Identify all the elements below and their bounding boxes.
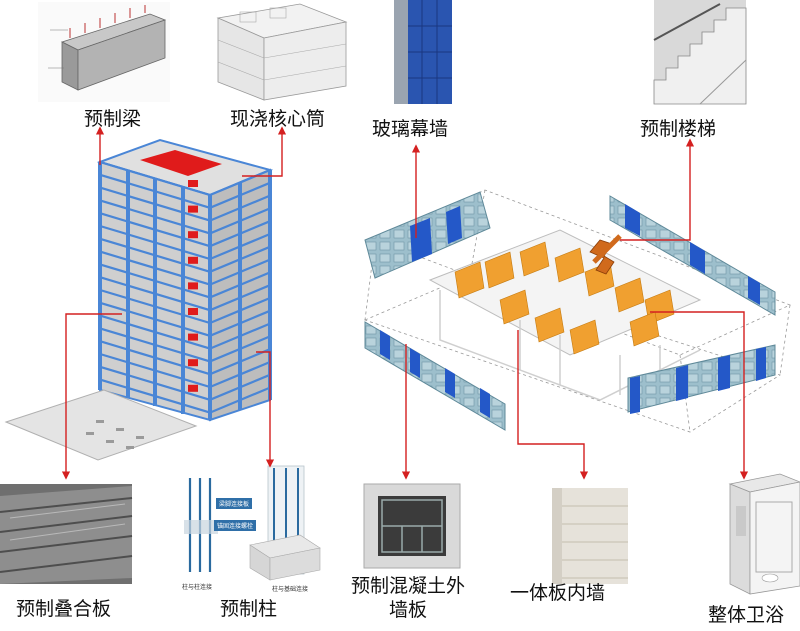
core-wall-block: [188, 180, 198, 187]
column-chip-top: 梁脚连接板: [216, 498, 253, 509]
arrow-composite-slab: [61, 313, 122, 480]
inner-wall-thumbnail: [552, 488, 628, 584]
column-chip-mid: 锚固连接螺栓: [214, 520, 257, 531]
composite-slab-sheet: [4, 389, 198, 461]
glass-curtain-thumbnail: [394, 0, 452, 104]
arrow-precast-column: [256, 351, 275, 468]
label-inner-wall: 一体板内墙: [510, 582, 606, 604]
core-wall-block: [188, 308, 198, 315]
arrow-bathroom: [650, 311, 749, 480]
label-concrete-wall: 预制混凝土外墙板: [350, 575, 465, 621]
core-wall-block: [188, 231, 198, 239]
core-wall-block: [188, 256, 198, 264]
label-precast-beam: 预制梁: [84, 108, 142, 130]
label-precast-column: 预制柱: [220, 598, 278, 620]
precast-stair-model: [589, 234, 622, 275]
arrow-precast-stair: [620, 138, 695, 241]
column-caption-right: 柱与基础连接: [272, 586, 309, 593]
label-composite-slab: 预制叠合板: [16, 598, 112, 620]
label-glass-curtain: 玻璃幕墙: [372, 118, 449, 140]
cast-core-thumbnail: [216, 3, 348, 101]
back-right-wall-panels: [609, 195, 776, 316]
front-right-wall-panels: [627, 344, 776, 414]
precast-beam-thumbnail: [38, 2, 170, 102]
floor-plan: [428, 229, 702, 401]
core-wall-block: [188, 359, 198, 367]
label-precast-stair: 预制楼梯: [640, 118, 717, 140]
core-wall-block: [188, 333, 198, 341]
label-cast-core: 现浇核心筒: [230, 108, 326, 130]
front-left-wall-panels: [364, 321, 506, 431]
concrete-wall-thumbnail: [363, 483, 461, 569]
arrow-inner-wall: [517, 330, 589, 480]
highrise-building: [96, 138, 274, 422]
column-caption-left: 柱与柱连接: [182, 584, 213, 591]
precast-stair-thumbnail: [653, 0, 747, 105]
leader-arrows: [61, 126, 749, 480]
bathroom-thumbnail: [728, 473, 800, 595]
arrow-cast-core: [242, 126, 287, 177]
core-wall-block: [188, 282, 198, 290]
precast-column-thumbnail: [184, 465, 321, 581]
exploded-apartment: [363, 189, 792, 433]
core-wall-block: [188, 205, 198, 213]
core-wall-block: [188, 384, 198, 392]
composite-slab-thumbnail: [0, 484, 133, 584]
label-bathroom: 整体卫浴: [708, 604, 785, 626]
